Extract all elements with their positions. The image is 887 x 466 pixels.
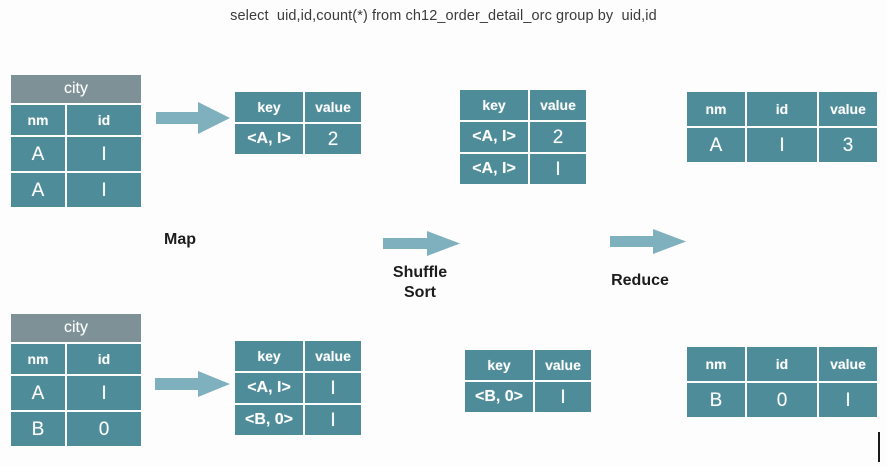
table-row: city xyxy=(11,314,141,342)
cell-nm: A xyxy=(687,128,745,162)
cell-value: I xyxy=(305,373,361,403)
table-row: nm id value xyxy=(687,347,877,381)
input-table-city-bottom: city nm id A I B 0 xyxy=(9,312,143,448)
reduce-output-table-top: nm id value A I 3 xyxy=(685,90,879,164)
input-table-city-top: city nm id A I A I xyxy=(9,73,143,209)
table-row: B 0 xyxy=(11,412,141,446)
shuffle-table-top: key value <A, I> 2 <A, I> I xyxy=(458,88,588,186)
table-row: B 0 I xyxy=(687,383,877,417)
map-arrow-bottom-icon xyxy=(155,371,230,397)
table-row: <A, I> I xyxy=(235,373,361,403)
cell-key: <A, I> xyxy=(235,124,303,154)
table-row: <A, I> 2 xyxy=(460,122,586,152)
table-row: A I xyxy=(11,137,141,171)
reduce-output-table-bottom: nm id value B 0 I xyxy=(685,345,879,419)
cell-id: 0 xyxy=(67,412,141,446)
cell-id: I xyxy=(67,376,141,410)
table-row: A I xyxy=(11,376,141,410)
column-header-key: key xyxy=(460,90,528,120)
table-row: A I xyxy=(11,173,141,207)
cell-value: 2 xyxy=(305,124,361,154)
shuffle-arrow-icon xyxy=(383,231,460,256)
stage-label-reduce: Reduce xyxy=(611,272,669,289)
column-header-value: value xyxy=(305,341,361,371)
column-header-nm: nm xyxy=(687,92,745,126)
table-row: <A, I> I xyxy=(460,154,586,184)
cell-key: <A, I> xyxy=(235,373,303,403)
cell-nm: A xyxy=(11,173,65,207)
cell-key: <B, 0> xyxy=(465,382,533,412)
table-row: key value xyxy=(235,341,361,371)
column-header-id: id xyxy=(747,347,817,381)
column-header-nm: nm xyxy=(11,105,65,135)
table-row: nm id value xyxy=(687,92,877,126)
edge-cursor-mark xyxy=(878,432,880,462)
cell-value: 3 xyxy=(819,128,877,162)
table-title: city xyxy=(11,75,141,103)
cell-nm: A xyxy=(11,137,65,171)
cell-id: I xyxy=(747,128,817,162)
column-header-value: value xyxy=(530,90,586,120)
table-row: A I 3 xyxy=(687,128,877,162)
table-title: city xyxy=(11,314,141,342)
table-row: city xyxy=(11,75,141,103)
cell-value: I xyxy=(530,154,586,184)
stage-label-shuffle-sort: Shuffle Sort xyxy=(392,264,448,302)
map-output-table-top: key value <A, I> 2 xyxy=(233,90,363,156)
cell-nm: B xyxy=(687,383,745,417)
table-row: nm id xyxy=(11,105,141,135)
column-header-nm: nm xyxy=(11,344,65,374)
cell-nm: B xyxy=(11,412,65,446)
table-row: <B, 0> I xyxy=(465,382,591,412)
cell-value: I xyxy=(305,405,361,435)
cell-key: <B, 0> xyxy=(235,405,303,435)
cell-value: 2 xyxy=(530,122,586,152)
cell-key: <A, I> xyxy=(460,122,528,152)
reduce-arrow-icon xyxy=(610,229,686,254)
table-row: key value xyxy=(465,350,591,380)
column-header-value: value xyxy=(305,92,361,122)
map-output-table-bottom: key value <A, I> I <B, 0> I xyxy=(233,339,363,437)
column-header-id: id xyxy=(67,344,141,374)
column-header-key: key xyxy=(235,92,303,122)
cell-value: I xyxy=(819,383,877,417)
column-header-value: value xyxy=(819,347,877,381)
table-row: key value xyxy=(235,92,361,122)
column-header-id: id xyxy=(67,105,141,135)
cell-nm: A xyxy=(11,376,65,410)
sql-query-caption: select uid,id,count(*) from ch12_order_d… xyxy=(230,8,657,24)
cell-key: <A, I> xyxy=(460,154,528,184)
column-header-value: value xyxy=(535,350,591,380)
column-header-key: key xyxy=(235,341,303,371)
column-header-nm: nm xyxy=(687,347,745,381)
shuffle-table-bottom: key value <B, 0> I xyxy=(463,348,593,414)
column-header-key: key xyxy=(465,350,533,380)
stage-label-map: Map xyxy=(164,231,196,248)
cell-id: 0 xyxy=(747,383,817,417)
map-arrow-top-icon xyxy=(156,102,230,134)
column-header-id: id xyxy=(747,92,817,126)
cell-id: I xyxy=(67,137,141,171)
column-header-value: value xyxy=(819,92,877,126)
cell-id: I xyxy=(67,173,141,207)
table-row: key value xyxy=(460,90,586,120)
table-row: <A, I> 2 xyxy=(235,124,361,154)
table-row: nm id xyxy=(11,344,141,374)
cell-value: I xyxy=(535,382,591,412)
table-row: <B, 0> I xyxy=(235,405,361,435)
